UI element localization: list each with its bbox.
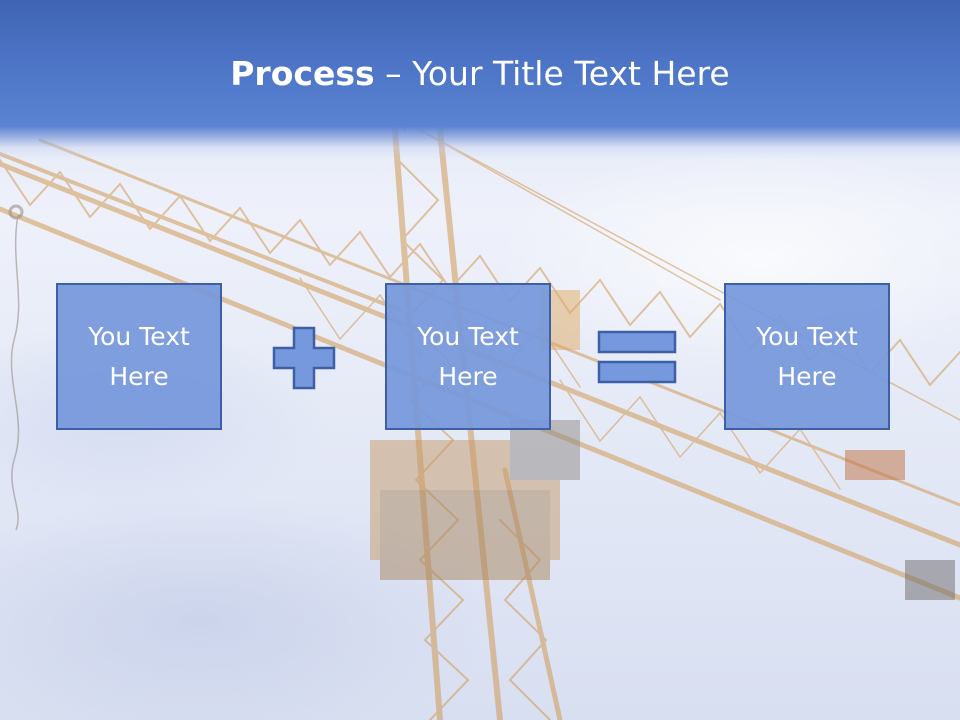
- process-box-1-text: You Text Here: [88, 321, 190, 391]
- process-box-2-text: You Text Here: [417, 321, 519, 391]
- process-box-3[interactable]: You Text Here: [724, 283, 890, 430]
- process-box-2[interactable]: You Text Here: [385, 283, 551, 430]
- process-box-3-text: You Text Here: [756, 321, 858, 391]
- slide-title: Process – Your Title Text Here: [0, 52, 960, 96]
- process-box-1[interactable]: You Text Here: [56, 283, 222, 430]
- title-text-part: – Your Title Text Here: [374, 54, 730, 93]
- equals-icon: [597, 330, 677, 384]
- title-bold-part: Process: [230, 54, 375, 93]
- plus-icon: [272, 326, 336, 390]
- title-bar: Process – Your Title Text Here: [0, 0, 960, 160]
